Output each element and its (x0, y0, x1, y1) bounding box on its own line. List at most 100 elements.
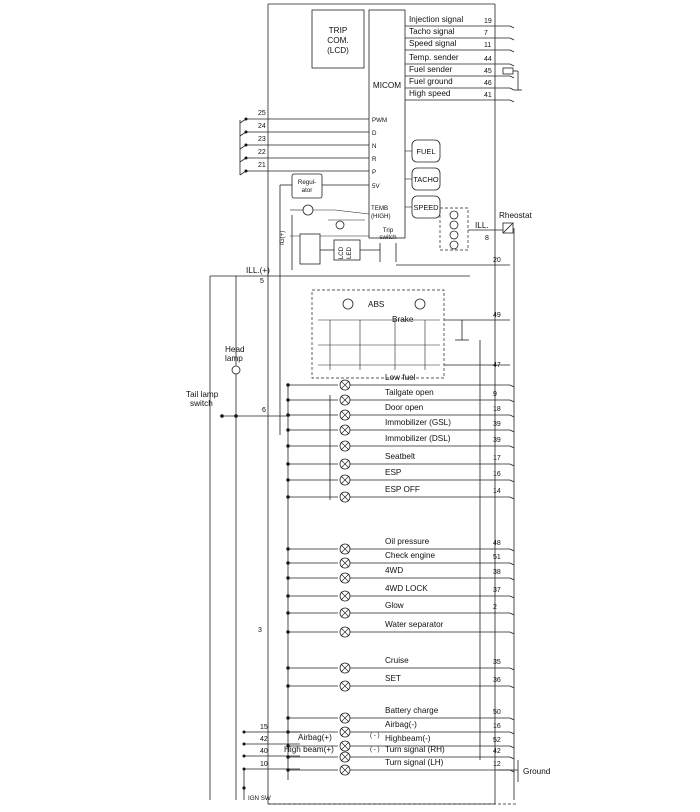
indicator-row: Water separator (286, 620, 515, 638)
indicator-label: SET (385, 674, 401, 683)
bottom-left-pin: 42 (260, 736, 268, 743)
vertical-bus (287, 340, 481, 780)
regulator-line1: Regul- (298, 179, 316, 186)
ill-label: ILL. (475, 221, 489, 230)
indicator-pin: 14 (493, 488, 501, 495)
micom-output-pin: 19 (484, 18, 492, 25)
ill-lamp-4-icon (449, 240, 459, 250)
indicator-pin: 39 (493, 437, 501, 444)
pin-5: 5 (260, 278, 264, 285)
indicator-label: Turn signal (RH) (385, 745, 445, 754)
indicator-row: Low fuel (286, 373, 515, 391)
indicator-pin: 39 (493, 421, 501, 428)
temb-high-label: (HIGH) (371, 213, 391, 220)
indicator-label: Glow (385, 601, 404, 610)
regulator-line2: ator (302, 187, 313, 194)
micom-output-label: Tacho signal (409, 27, 455, 36)
indicator-pin: 48 (493, 540, 501, 547)
pin-3: 3 (258, 627, 262, 634)
indicator-row: Turn signal (LH)12 (286, 758, 515, 776)
ill-lamp-2-icon (449, 220, 459, 230)
gear-pin-number: 25 (258, 110, 266, 117)
indicator-label: ESP (385, 468, 402, 477)
temp-led-icon (335, 220, 345, 230)
tail-lamp-line1: Tail lamp (186, 390, 219, 399)
micom-output-pin: 46 (484, 80, 492, 87)
ill-plus-label: ILL.(+) (246, 266, 270, 275)
ill-lamp-3-icon (449, 230, 459, 240)
indicator-row: Turn signal (RH) 42 (286, 745, 515, 763)
indicator-pin: 36 (493, 677, 501, 684)
indicator-pin: 18 (493, 406, 501, 413)
indicator-pin: 52 (493, 737, 501, 744)
micom-label: MICOM (373, 81, 401, 90)
indicator-pin: 35 (493, 659, 501, 666)
head-lamp-line1: Head (225, 345, 245, 354)
indicator-label: Immobilizer (GSL) (385, 418, 451, 427)
indicator-label: Oil pressure (385, 537, 430, 546)
gear-pin-number: 24 (258, 123, 266, 130)
bottom-left-pin: 15 (260, 724, 268, 731)
micom-output-label: Injection signal (409, 15, 463, 24)
indicator-pin: 9 (493, 391, 497, 398)
indicator-pin: 16 (493, 723, 501, 730)
gear-pin-label: N (372, 143, 376, 150)
ign-switch: IGN SW (242, 770, 271, 802)
temp-high-circuit: TEMB (HIGH) (290, 204, 391, 237)
ig-plus-label: IG(+) (279, 231, 286, 245)
indicator-label: Immobilizer (DSL) (385, 434, 451, 443)
micom-output-pin: 44 (484, 56, 492, 63)
tail-lamp-line2: switch (190, 399, 213, 408)
cluster-frame (267, 3, 518, 805)
micom-output-pin: 41 (484, 92, 492, 99)
indicator-row: Immobilizer (GSL) 39 (286, 418, 515, 436)
indicator-label: Low fuel (385, 373, 416, 382)
brake-label: Brake (392, 315, 414, 324)
ground-label: Ground (523, 767, 551, 776)
indicator-label: Door open (385, 403, 424, 412)
indicator-pin: 17 (493, 455, 501, 462)
rheostat-label: Rheostat (499, 211, 532, 220)
abs-label: ABS (368, 300, 385, 309)
indicator-pin: 38 (493, 569, 501, 576)
micom-output-label: Temp. sender (409, 53, 459, 62)
micom-box: MICOM (368, 9, 406, 239)
indicator-pin: 51 (493, 554, 501, 561)
head-lamp-icon (231, 365, 241, 375)
trip-switch: Trip switch (379, 227, 397, 262)
pin-5v-label: 5V (372, 183, 380, 190)
fuel-gauge-label: FUEL (417, 147, 436, 156)
bottom-left-label: High beam(+) (284, 745, 334, 754)
micom-output-pin: 11 (484, 42, 491, 49)
indicator-label: Turn signal (LH) (385, 758, 444, 767)
brake-lamp-icon (414, 298, 426, 310)
tacho-gauge-label: TACHO (413, 175, 439, 184)
indicator-row: Oil pressure 48 (286, 537, 515, 555)
indicator-pin: 42 (493, 748, 501, 755)
indicator-label: Check engine (385, 551, 436, 560)
ill-lamp-1-icon (449, 210, 459, 220)
micom-output-label: Fuel sender (409, 65, 453, 74)
head-lamp-line2: lamp (225, 354, 243, 363)
indicator-row: Check engine 51 (286, 551, 515, 569)
left-supply: ILL.(+) 5 Head lamp Tail lamp switch 6 3 (186, 266, 470, 800)
trip-com-line2: COM. (327, 36, 348, 45)
trip-com-box: TRIP COM. (LCD) (311, 9, 365, 69)
indicator-label: Battery charge (385, 706, 439, 715)
micom-output-pin: 7 (484, 30, 488, 37)
indicator-label: Tailgate open (385, 388, 434, 397)
gear-pin-label: P (372, 169, 376, 176)
trip-com-line1: TRIP (329, 26, 348, 35)
indicator-label: ESP OFF (385, 485, 420, 494)
ill-pin: 8 (485, 235, 489, 242)
pin-20: 20 (493, 257, 501, 264)
pin-49: 49 (493, 312, 501, 319)
